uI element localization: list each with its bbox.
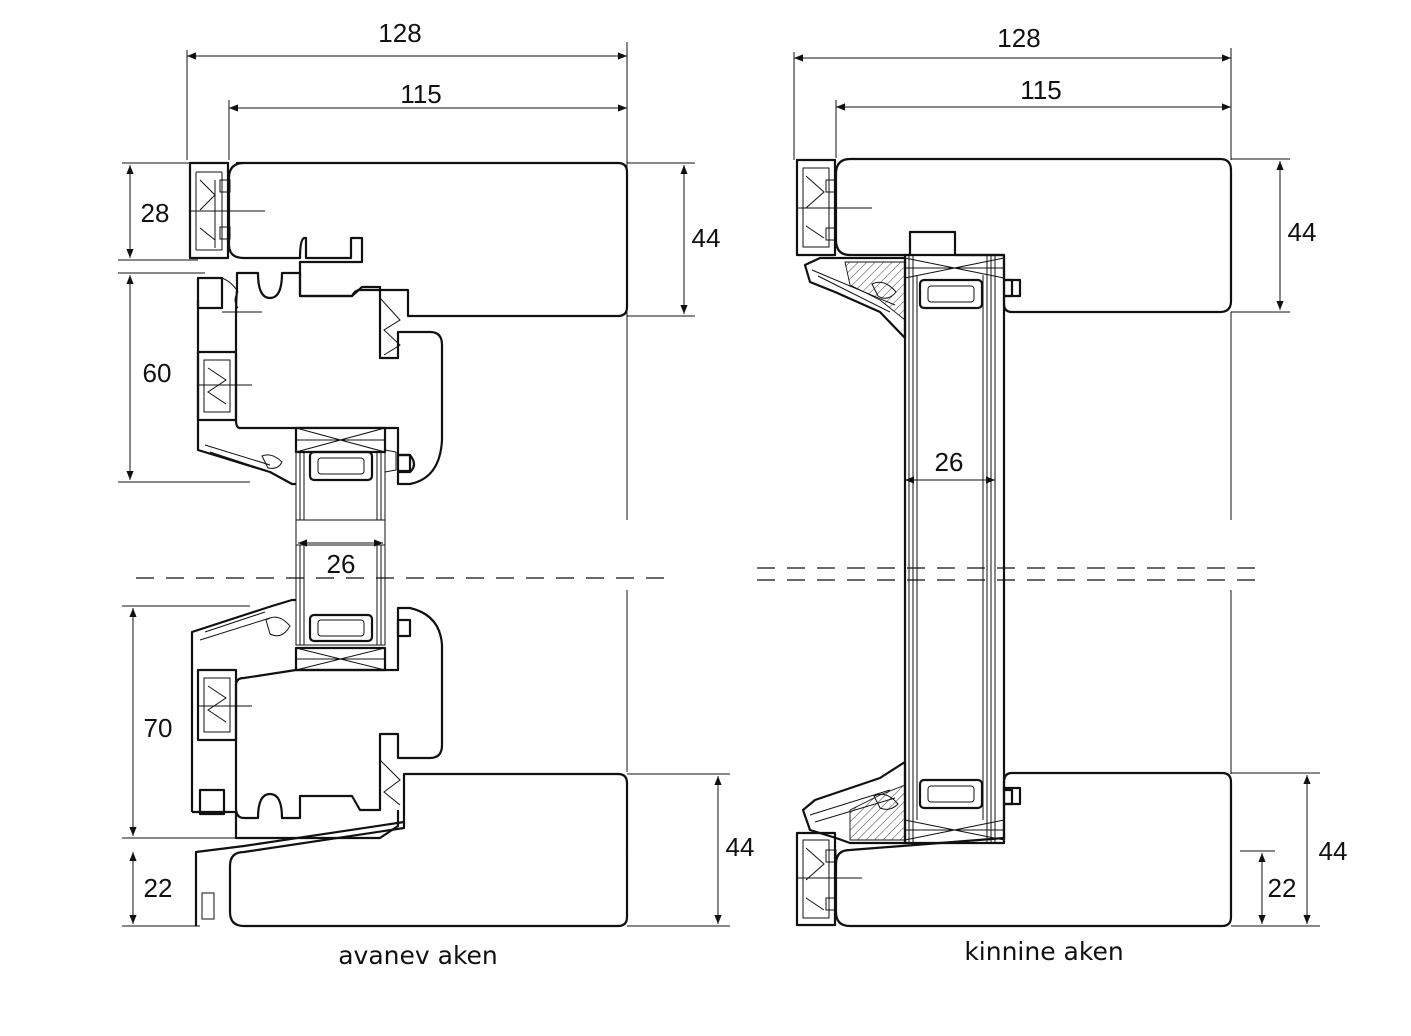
left-dimension-lines [126,52,722,924]
left-glass-top [294,426,412,521]
left-top-sash [196,271,444,486]
right-dim-frame-top-height: 44 [1288,217,1317,247]
right-dim-frame-width: 115 [1020,75,1061,105]
right-caption: kinnine aken [964,937,1123,966]
left-dim-glass-thickness: 26 [327,549,356,579]
right-bottom-bead [801,760,907,845]
right-dim-glass-thickness: 26 [935,447,964,477]
right-window-section: 128 115 44 44 22 26 [757,23,1347,966]
left-extension-lines [118,42,730,927]
right-dim-bottom-profile-depth: 22 [1268,873,1297,903]
left-window-section: 128 115 28 60 70 22 44 44 26 [118,18,754,970]
left-dim-sash-bottom-height: 70 [144,713,173,743]
right-glass-column [903,253,1006,845]
left-bottom-frame [194,772,629,928]
left-dim-frame-width: 115 [400,79,441,109]
left-dim-bottom-profile-depth: 22 [144,873,173,903]
left-dim-sash-top-height: 60 [143,358,172,388]
right-dim-frame-bottom-height: 44 [1319,836,1348,866]
left-dim-frame-bottom-height: 44 [726,832,755,862]
left-top-frame [188,161,629,318]
left-glass-bottom [294,544,412,672]
left-dim-overall-width: 128 [378,18,421,48]
right-dim-overall-width: 128 [997,23,1040,53]
left-dim-frame-top-height: 44 [692,223,721,253]
right-extension-lines [793,48,1320,927]
left-caption: avanev aken [338,941,498,970]
right-bottom-frame [795,771,1233,928]
right-dimension-lines [794,54,1311,924]
left-dim-top-profile-depth: 28 [141,198,170,228]
right-top-bead [803,256,907,340]
